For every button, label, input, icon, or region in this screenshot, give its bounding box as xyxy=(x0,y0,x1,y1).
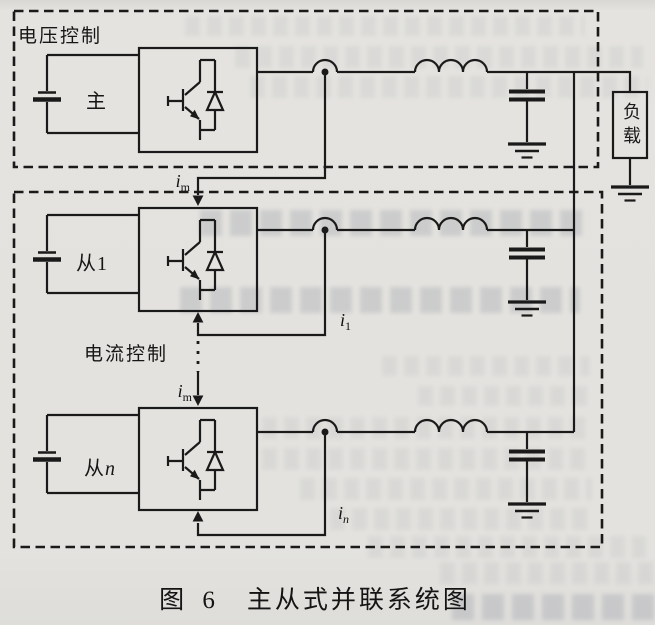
dc-link-wires xyxy=(47,213,139,295)
current-sensor-icon xyxy=(311,418,339,437)
slaven-inverter-unit xyxy=(33,406,574,518)
signal-wire xyxy=(196,233,327,337)
output-wire xyxy=(257,70,632,92)
filter-capacitor-icon xyxy=(508,230,546,316)
dc-capacitor-icon xyxy=(33,55,61,133)
im-reference-label: im xyxy=(175,171,190,194)
in-current-label: in xyxy=(338,503,350,526)
arrow-down-icon xyxy=(192,195,204,206)
inverter-box xyxy=(137,206,259,313)
signal-wire xyxy=(196,435,327,537)
current-sensor-icon xyxy=(311,216,339,235)
arrow-down-icon xyxy=(192,395,204,406)
figure-caption: 图 6 主从式并联系统图 xyxy=(0,580,630,616)
load-label: 负载 xyxy=(620,102,641,150)
i1-current-label: i1 xyxy=(340,310,352,333)
filter-capacitor-icon xyxy=(508,72,546,158)
current-control-label: 电流控制 xyxy=(84,344,169,365)
slave1-unit-label: 从1 xyxy=(76,253,108,275)
arrow-up-icon xyxy=(192,511,204,522)
dc-link-wires xyxy=(47,53,139,135)
figure-number: 图 6 xyxy=(159,587,221,614)
igbt-icon xyxy=(166,418,225,502)
signal-wire xyxy=(196,75,327,195)
slave1-inverter-unit xyxy=(33,206,574,316)
ground-icon xyxy=(609,185,651,203)
igbt-icon xyxy=(166,218,225,302)
im-reference-signal xyxy=(192,75,327,406)
im-slave-reference-label: im xyxy=(177,381,192,404)
in-feedback-signal xyxy=(192,435,327,537)
inductor-icon xyxy=(413,216,489,232)
filter-capacitor-icon xyxy=(508,432,546,518)
figure-title: 主从式并联系统图 xyxy=(246,587,471,614)
arrow-up-icon xyxy=(192,312,204,323)
master-inverter-unit xyxy=(33,46,632,158)
inductor-icon xyxy=(413,418,489,434)
slaven-unit-label: 从n xyxy=(84,458,116,480)
inverter-box xyxy=(137,406,259,512)
current-sensor-icon xyxy=(311,58,339,77)
master-unit-label: 主 xyxy=(86,91,107,113)
igbt-icon xyxy=(166,58,225,142)
dc-capacitor-icon xyxy=(33,215,61,293)
voltage-control-region-border xyxy=(12,9,600,169)
voltage-control-label: 电压控制 xyxy=(18,26,103,47)
current-control-region-border xyxy=(12,190,604,549)
i1-feedback-signal xyxy=(192,233,327,337)
inductor-icon xyxy=(413,58,489,74)
dc-link-wires xyxy=(47,413,139,495)
dc-capacitor-icon xyxy=(33,415,61,493)
inverter-box xyxy=(137,46,259,154)
load-unit xyxy=(609,90,651,203)
